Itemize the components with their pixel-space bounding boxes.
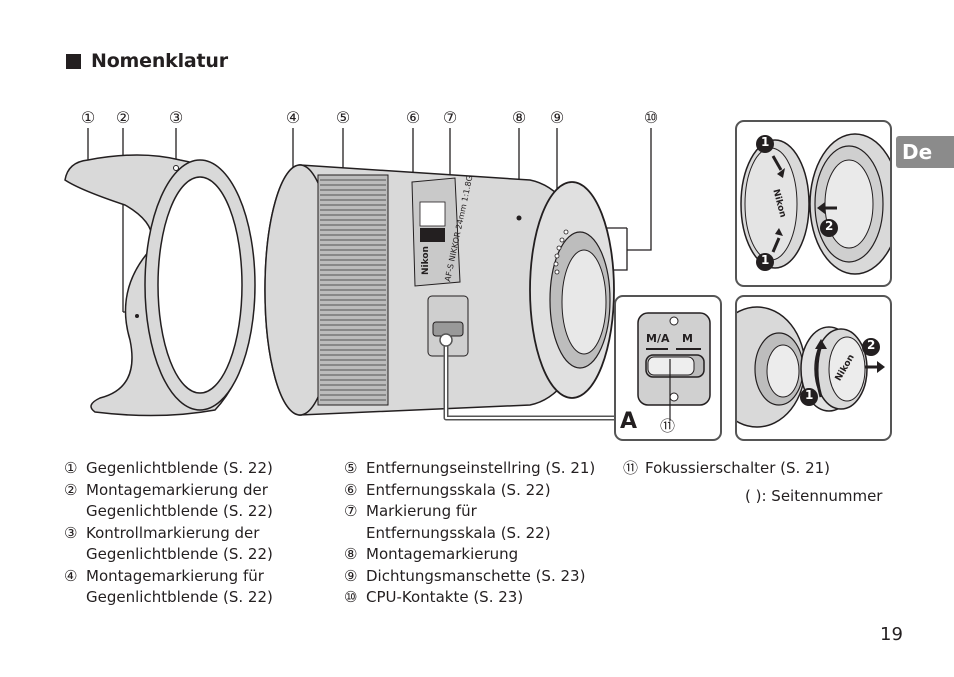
inset-rear-cap: Nikon 2 1 [735, 295, 892, 441]
step-1-top: 1 [761, 135, 770, 149]
square-bullet-icon [66, 53, 81, 69]
lens-brand: Nikon [421, 246, 431, 275]
part-number: ⑥ [344, 480, 358, 499]
callout-7: ⑦ [442, 108, 458, 127]
part-number: ⑧ [344, 545, 358, 563]
part-number: ② [64, 480, 78, 499]
part-item: ② Montagemarkierung der Gegenlichtblende … [64, 480, 324, 523]
callout-9: ⑨ [549, 108, 565, 127]
language-tab[interactable]: De [896, 136, 954, 168]
part-text: Fokussierschalter (S. 21) [645, 459, 831, 477]
rear-step-1: 1 [805, 388, 814, 402]
part-item: ⑤ Entfernungseinstellring (S. 21) [344, 458, 614, 480]
callout-1: ① [80, 108, 96, 127]
step-2: 2 [825, 219, 834, 233]
switch-label-m: M [682, 332, 693, 345]
part-text: Entfernungseinstellring (S. 21) [366, 459, 596, 477]
inset-a-label: A [620, 409, 638, 434]
part-number: ⑪ [623, 459, 639, 477]
callout-3: ③ [168, 108, 184, 127]
part-text: Dichtungsmanschette (S. 23) [366, 566, 586, 585]
page-number: 19 [880, 624, 903, 645]
part-text: Montagemarkierung der Gegenlichtblende (… [86, 480, 273, 521]
part-item: ⑪ Fokussierschalter (S. 21) [623, 458, 903, 480]
part-text: Entfernungsskala (S. 22) [366, 480, 551, 499]
lens-body: Nikon AF-S NIKKOR 24mm 1:1.8G [264, 164, 618, 421]
part-item: ⑨ Dichtungsmanschette (S. 23) [344, 566, 614, 588]
inset-front-cap: Nikon 1 1 2 [735, 120, 892, 287]
part-text: Markierung für Entfernungsskala (S. 22) [366, 502, 551, 542]
step-1-bottom: 1 [761, 253, 770, 267]
part-number: ④ [64, 566, 78, 585]
parts-list-col3: ⑪ Fokussierschalter (S. 21) [623, 458, 903, 480]
part-text: CPU-Kontakte (S. 23) [366, 588, 524, 606]
part-item: ⑩ CPU-Kontakte (S. 23) [344, 587, 614, 609]
callout-6: ⑥ [405, 108, 421, 127]
callout-10: ⑩ [643, 108, 659, 127]
callout-8: ⑧ [511, 108, 527, 127]
part-item: ④ Montagemarkierung für Gegenlichtblende … [64, 566, 324, 609]
part-item: ① Gegenlichtblende (S. 22) [64, 458, 324, 480]
part-item: ⑧ Montagemarkierung [344, 544, 614, 566]
part-number: ③ [64, 523, 78, 542]
part-text: Gegenlichtblende (S. 22) [86, 459, 273, 477]
callout-5: ⑤ [335, 108, 351, 127]
rear-step-2: 2 [867, 338, 876, 352]
part-text: Montagemarkierung [366, 545, 519, 563]
switch-label-ma: M/A [646, 332, 670, 345]
part-item: ⑥ Entfernungsskala (S. 22) [344, 480, 614, 502]
part-number: ① [64, 459, 78, 477]
part-number: ⑤ [344, 459, 358, 477]
section-title: Nomenklatur [91, 50, 228, 72]
part-text: Kontrollmarkierung der Gegenlichtblende … [86, 523, 273, 564]
part-text: Montagemarkierung für Gegenlichtblende (… [86, 566, 273, 607]
parts-list-col1: ① Gegenlichtblende (S. 22) ② Montagemarkie… [64, 458, 324, 609]
callout-4: ④ [285, 108, 301, 127]
parts-list-col2: ⑤ Entfernungseinstellring (S. 21) ⑥ Entfer… [344, 458, 614, 609]
callout-row: ① ② ③ ④ ⑤ ⑥ ⑦ ⑧ ⑨ ⑩ [0, 108, 954, 130]
part-number: ⑩ [344, 588, 358, 606]
section-heading: Nomenklatur [66, 50, 228, 72]
part-item: ③ Kontrollmarkierung der Gegenlichtblende… [64, 523, 324, 566]
part-number: ⑨ [344, 566, 358, 585]
callout-2: ② [115, 108, 131, 127]
part-item: ⑦ Markierung für Entfernungsskala (S. 22) [344, 501, 614, 544]
lens-hood [64, 154, 256, 417]
callout-11: ⑪ [660, 417, 676, 435]
part-number: ⑦ [344, 502, 358, 520]
page-reference-note: ( ): Seitennummer [745, 487, 883, 505]
inset-a-focus-switch: M/A M A ⑪ [614, 295, 722, 441]
